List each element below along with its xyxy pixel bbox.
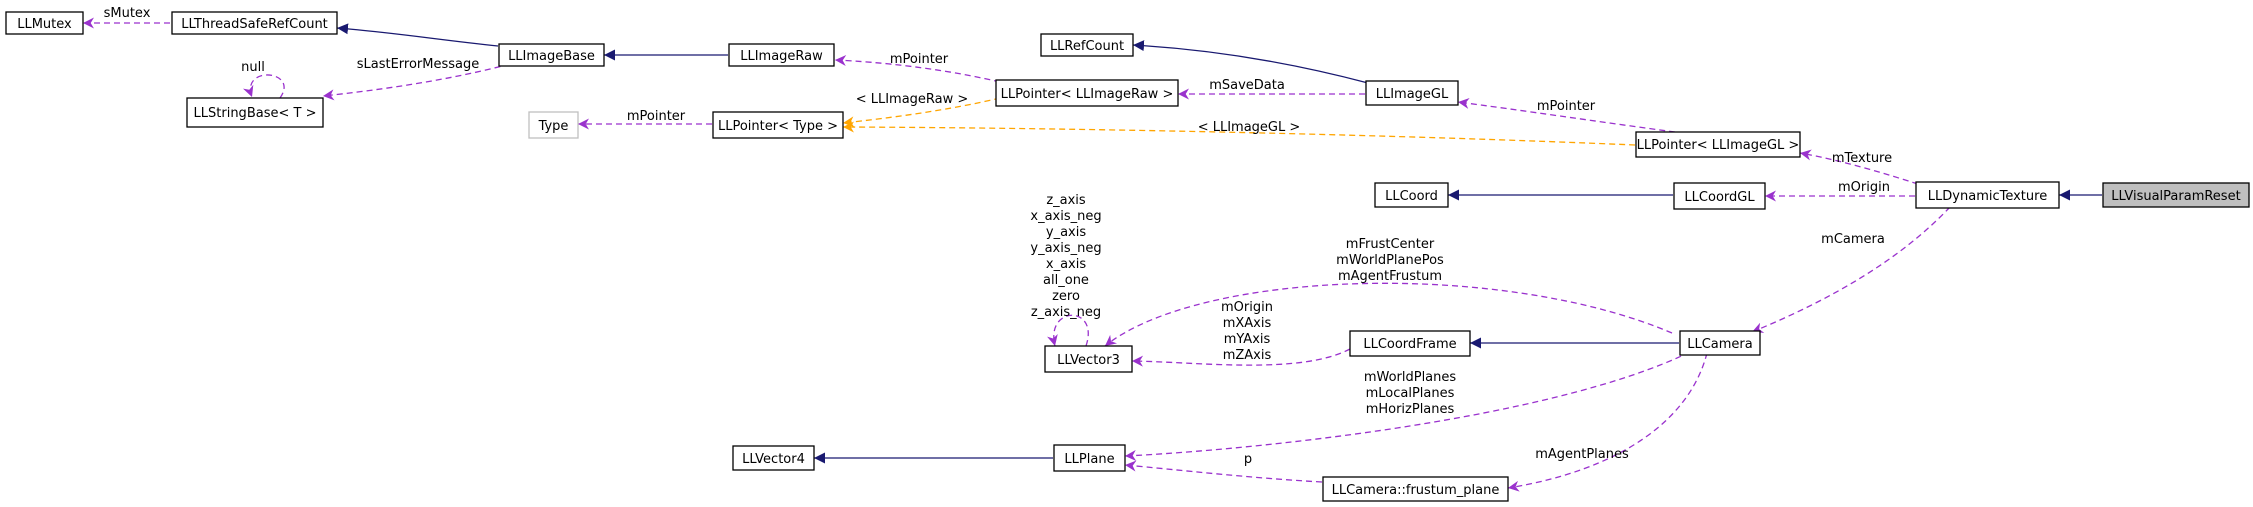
edge-label-line: z_axis_neg (1031, 305, 1101, 320)
node-lldynamictexture[interactable]: LLDynamicTexture (1915, 181, 2060, 209)
node-llvector4[interactable]: LLVector4 (732, 445, 815, 471)
edge-label-llimagegl-tmpl: < LLImageGL > (1198, 120, 1301, 135)
node-label: LLCoord (1385, 189, 1438, 204)
edge-label-line: mLocalPlanes (1366, 386, 1455, 401)
node-label: LLPointer< LLImageGL > (1637, 138, 1800, 153)
node-llimageraw[interactable]: LLImageRaw (728, 43, 835, 67)
edge-label-mtexture: mTexture (1832, 151, 1892, 166)
node-type[interactable]: Type (528, 111, 579, 139)
edge-llcamera-to-llplane (1124, 351, 1691, 461)
node-label: LLVector3 (1057, 353, 1120, 368)
edge-labels: sMutex sLastErrorMessage null mPointer <… (104, 6, 1893, 467)
node-label: LLCoordFrame (1363, 337, 1456, 352)
node-label: LLDynamicTexture (1928, 189, 2047, 204)
edge-llvector3-self (1047, 314, 1089, 347)
edge-frustum-to-llplane (1124, 460, 1323, 483)
edges (83, 17, 2102, 492)
node-llcamera-frustum-plane[interactable]: LLCamera::frustum_plane (1322, 476, 1509, 502)
node-llcoordgl[interactable]: LLCoordGL (1673, 182, 1766, 210)
node-label: LLPointer< LLImageRaw > (1001, 87, 1174, 102)
edge-label-line: y_axis_neg (1030, 241, 1101, 256)
edge-llcamera-to-frustum (1507, 352, 1708, 492)
edge-label-line: mHorizPlanes (1366, 402, 1455, 417)
edge-label-p: p (1244, 452, 1252, 467)
node-llvector3[interactable]: LLVector3 (1044, 345, 1133, 373)
node-llcamera[interactable]: LLCamera (1679, 330, 1761, 356)
edge-label-line: mOrigin (1221, 300, 1273, 315)
edge-pointer-gl-to-pointer-type (842, 121, 1636, 146)
node-llpointer-imageraw[interactable]: LLPointer< LLImageRaw > (995, 79, 1179, 107)
edge-label-msavedata: mSaveData (1209, 78, 1285, 93)
edge-label-llimageraw-tmpl: < LLImageRaw > (856, 92, 969, 107)
edge-pointer-gl-to-llimagegl (1457, 97, 1676, 133)
edge-label-line: mAgentFrustum (1338, 269, 1442, 284)
node-label: LLCoordGL (1684, 190, 1755, 205)
edge-llimagebase-to-llstringbase (322, 63, 511, 101)
edge-pointer-raw-to-pointer-type (842, 97, 1001, 128)
node-label: LLVisualParamReset (2111, 189, 2240, 204)
node-label: LLRefCount (1050, 39, 1124, 54)
edge-label-line: mWorldPlanePos (1336, 253, 1444, 268)
edge-label-smutex: sMutex (104, 6, 151, 21)
node-label: LLStringBase< T > (194, 106, 317, 121)
edge-label-mpointer-gl: mPointer (1537, 99, 1596, 114)
edge-label-line: zero (1052, 289, 1080, 304)
edge-llimagegl-to-llrefcount (1132, 40, 1369, 84)
edge-label-vector3-consts: z_axis x_axis_neg y_axis y_axis_neg x_ax… (1030, 193, 1101, 320)
edge-llcamera-to-llvector3 (1104, 282, 1673, 347)
node-llimagebase[interactable]: LLImageBase (498, 43, 605, 67)
edge-label-morigin-coord: mOrigin (1838, 180, 1890, 195)
edge-label-camera-vector3: mFrustCenter mWorldPlanePos mAgentFrustu… (1336, 237, 1444, 284)
node-label: LLImageRaw (740, 49, 823, 64)
edge-label-line: mXAxis (1223, 316, 1272, 331)
edge-lldynamictexture-to-pointer-gl (1799, 149, 1919, 185)
edge-label-mcamera: mCamera (1821, 232, 1885, 247)
node-llpointer-imagegl[interactable]: LLPointer< LLImageGL > (1635, 131, 1801, 158)
node-label: LLCamera (1687, 337, 1753, 352)
edge-label-slasterrormessage: sLastErrorMessage (357, 57, 480, 72)
edge-label-line: mFrustCenter (1346, 237, 1435, 252)
edge-label-mpointer-raw: mPointer (890, 52, 949, 67)
node-llplane[interactable]: LLPlane (1053, 444, 1126, 472)
edge-label-line: x_axis (1046, 257, 1086, 272)
edge-label-line: all_one (1043, 273, 1089, 288)
node-llimagegl[interactable]: LLImageGL (1365, 80, 1459, 106)
edge-label-line: y_axis (1046, 225, 1086, 240)
node-llstringbase[interactable]: LLStringBase< T > (186, 97, 324, 128)
node-llcoord[interactable]: LLCoord (1374, 182, 1449, 208)
edge-label-line: mZAxis (1223, 348, 1272, 363)
node-llrefcount[interactable]: LLRefCount (1040, 33, 1134, 57)
node-label: LLThreadSafeRefCount (181, 17, 328, 32)
edge-lldynamictexture-to-llcamera (1751, 206, 1951, 333)
edge-label-camera-planes: mWorldPlanes mLocalPlanes mHorizPlanes (1364, 370, 1457, 417)
edge-llcoordframe-to-llvector3 (1131, 348, 1351, 367)
node-label: LLCamera::frustum_plane (1332, 483, 1500, 498)
node-llcoordframe[interactable]: LLCoordFrame (1349, 330, 1471, 357)
node-label: LLImageBase (508, 49, 595, 64)
edge-llimagebase-to-llthreadsaferefcount (336, 23, 499, 47)
edge-label-line: z_axis (1046, 193, 1086, 208)
edge-label-null: null (241, 60, 265, 75)
node-label: LLMutex (17, 17, 72, 32)
edge-label-magentplanes: mAgentPlanes (1535, 447, 1629, 462)
node-label: Type (538, 119, 569, 134)
edge-label-line: mYAxis (1224, 332, 1271, 347)
node-label: LLImageGL (1376, 87, 1449, 102)
node-llmutex[interactable]: LLMutex (5, 11, 84, 35)
node-llvisualparamreset[interactable]: LLVisualParamReset (2102, 182, 2250, 208)
node-label: LLPlane (1064, 452, 1114, 467)
edge-label-line: x_axis_neg (1030, 209, 1101, 224)
node-llthreadsaferefcount[interactable]: LLThreadSafeRefCount (171, 11, 338, 35)
edge-label-coordframe-vector3: mOrigin mXAxis mYAxis mZAxis (1221, 300, 1273, 363)
nodes: LLMutex LLThreadSafeRefCount LLImageBase… (5, 11, 2250, 502)
node-label: LLPointer< Type > (718, 119, 838, 134)
edge-label-line: mWorldPlanes (1364, 370, 1457, 385)
node-label: LLVector4 (742, 452, 805, 467)
edge-label-mpointer-type: mPointer (627, 109, 686, 124)
edge-pointer-raw-to-llimageraw (834, 54, 1001, 83)
node-llpointer-type[interactable]: LLPointer< Type > (712, 111, 844, 139)
edge-llstringbase-self-null (243, 74, 285, 99)
